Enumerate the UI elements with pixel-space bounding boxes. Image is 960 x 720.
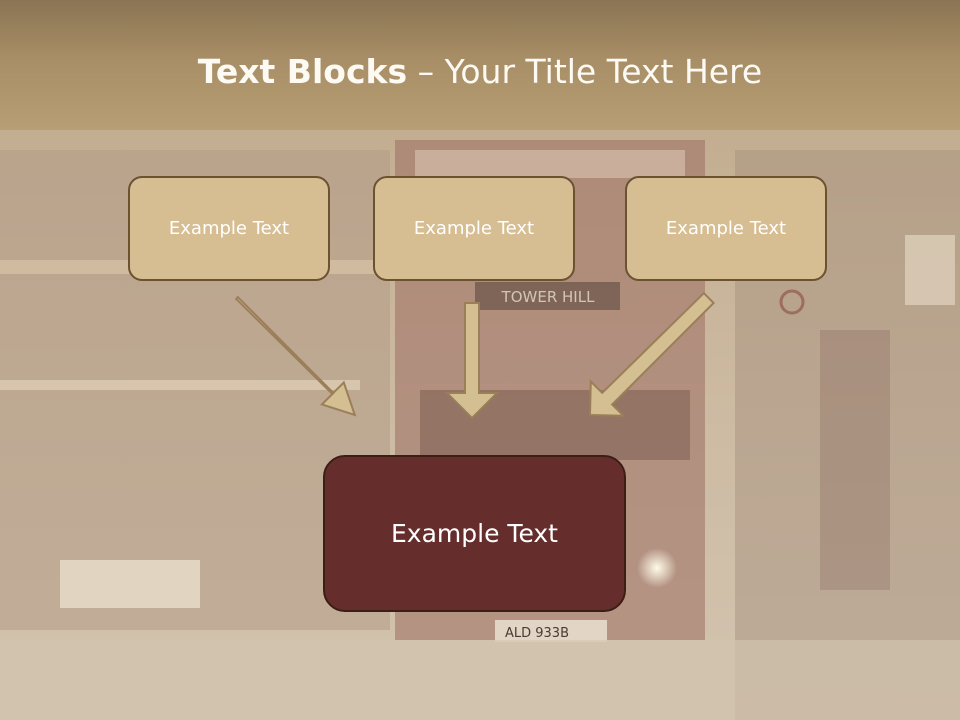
license-plate: ALD 933B: [505, 626, 569, 641]
target-block-label: Example Text: [391, 519, 558, 548]
arrow-left: [234, 295, 357, 417]
text-block-1-label: Example Text: [168, 218, 290, 239]
text-block-2[interactable]: Example Text: [373, 176, 575, 281]
slide-title: Text Blocks – Your Title Text Here: [0, 52, 960, 91]
text-block-1[interactable]: Example Text: [128, 176, 330, 281]
text-block-2-label: Example Text: [413, 218, 535, 239]
arrow-right: [588, 291, 716, 417]
title-separator: –: [407, 52, 445, 91]
underground-sign-icon: [779, 289, 805, 315]
target-block[interactable]: Example Text: [323, 455, 626, 612]
title-bold: Text Blocks: [197, 52, 408, 91]
title-rest: Your Title Text Here: [444, 52, 763, 91]
text-block-3-label: Example Text: [665, 218, 787, 239]
bus-destination-sign: TOWER HILL: [501, 288, 596, 306]
title-bar: [0, 0, 960, 130]
arrow-center: [444, 302, 500, 420]
text-block-3[interactable]: Example Text: [625, 176, 827, 281]
